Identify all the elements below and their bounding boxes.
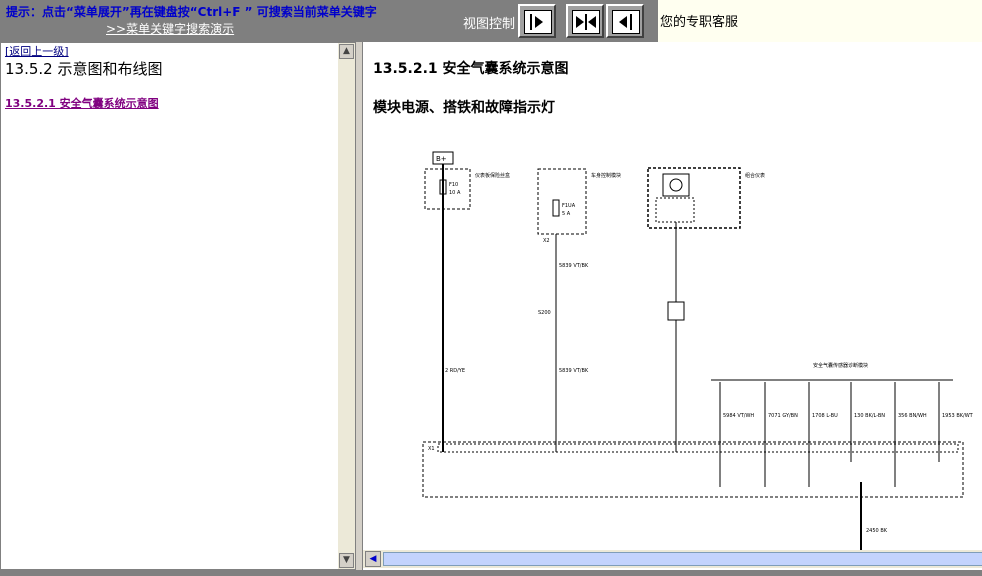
hint-text: 提示：点击“菜单展开”再在键盘按“Ctrl+F ” 可搜索当前菜单关键字 bbox=[6, 5, 377, 19]
section-heading: 13.5.2 示意图和布线图 bbox=[5, 60, 163, 78]
scroll-down-icon[interactable]: ▼ bbox=[339, 553, 354, 568]
wire-vt-bk-lower-label: 5839 VT/BK bbox=[559, 368, 589, 374]
fuse-f10-rating: 10 A bbox=[449, 190, 461, 196]
scroll-up-icon[interactable]: ▲ bbox=[339, 44, 354, 59]
horizontal-scroll-thumb[interactable] bbox=[383, 552, 982, 566]
scroll-left-icon[interactable]: ◀ bbox=[365, 551, 381, 567]
nav-link-airbag-schematic[interactable]: 13.5.2.1 安全气囊系统示意图 bbox=[5, 97, 159, 110]
search-demo-link[interactable]: >>菜单关键字搜索演示 bbox=[106, 22, 235, 36]
content-pane: 13.5.2.1 安全气囊系统示意图 模块电源、搭铁和故障指示灯 B+ F10 … bbox=[362, 42, 982, 570]
content-subtitle: 模块电源、搭铁和故障指示灯 bbox=[373, 100, 555, 116]
pin-x1-label: X1 bbox=[428, 446, 435, 452]
split-icon bbox=[572, 10, 600, 34]
split-view-button[interactable] bbox=[566, 4, 604, 38]
left-vertical-scrollbar[interactable]: ▲ ▼ bbox=[338, 43, 355, 569]
fuse-f1ua-label: F1UA bbox=[562, 203, 576, 209]
expand-right-button[interactable] bbox=[606, 4, 644, 38]
wire-vt-bk-upper-label: 5839 VT/BK bbox=[559, 263, 589, 269]
collapse-left-icon bbox=[612, 10, 640, 34]
view-control-label: 视图控制 bbox=[463, 17, 516, 32]
left-nav-pane: [返回上一级] 13.5.2 示意图和布线图 13.5.2.1 安全气囊系统示意… bbox=[0, 42, 356, 570]
pane-splitter[interactable] bbox=[356, 42, 362, 570]
back-link[interactable]: [返回上一级] bbox=[5, 45, 69, 58]
status-bar bbox=[0, 570, 982, 576]
wire-label-0: 5984 VT/WH bbox=[723, 413, 754, 419]
fuse-block-label: 仪表板保险丝盒 bbox=[475, 172, 510, 179]
wire-label-2: 1708 L-BU bbox=[812, 413, 838, 419]
wire-rd-ye-label: 2 RD/YE bbox=[445, 368, 465, 374]
content-title: 13.5.2.1 安全气囊系统示意图 bbox=[373, 61, 569, 77]
bcm-label: 车身控制模块 bbox=[591, 172, 621, 179]
expand-right-icon bbox=[524, 10, 552, 34]
customer-service-panel[interactable]: 您的专职客服 bbox=[658, 0, 982, 42]
b-plus-label: B+ bbox=[436, 155, 447, 163]
module-label: 安全气囊传感器诊断模块 bbox=[813, 362, 868, 369]
service-text: 您的专职客服 bbox=[660, 15, 739, 30]
wiring-diagram: B+ F10 10 A 仪表板保险丝盒 2 RD/YE F1UA 5 A 车身控… bbox=[422, 151, 974, 552]
ground-wire-label: 2450 BK bbox=[866, 528, 888, 534]
top-toolbar: 提示：点击“菜单展开”再在键盘按“Ctrl+F ” 可搜索当前菜单关键字 >>菜… bbox=[0, 0, 982, 42]
pin-x2-label: X2 bbox=[543, 238, 550, 244]
splice-s200-label: S200 bbox=[538, 310, 551, 316]
wire-label-1: 7071 GY/BN bbox=[768, 413, 798, 419]
wire-label-5: 1953 BK/WT bbox=[942, 413, 974, 419]
wire-label-4: 356 BN/WH bbox=[898, 413, 927, 419]
ipc-label: 组合仪表 bbox=[745, 172, 765, 179]
expand-left-button[interactable] bbox=[518, 4, 556, 38]
fuse-f10-label: F10 bbox=[449, 182, 458, 188]
wire-label-3: 130 BK/L-BN bbox=[854, 413, 885, 419]
fuse-f1ua-rating: 5 A bbox=[562, 211, 571, 217]
bottom-wire-group: 5984 VT/WH 7071 GY/BN 1708 L-BU 130 BK/L… bbox=[719, 382, 974, 487]
content-horizontal-scrollbar[interactable]: ◀ bbox=[363, 550, 982, 568]
